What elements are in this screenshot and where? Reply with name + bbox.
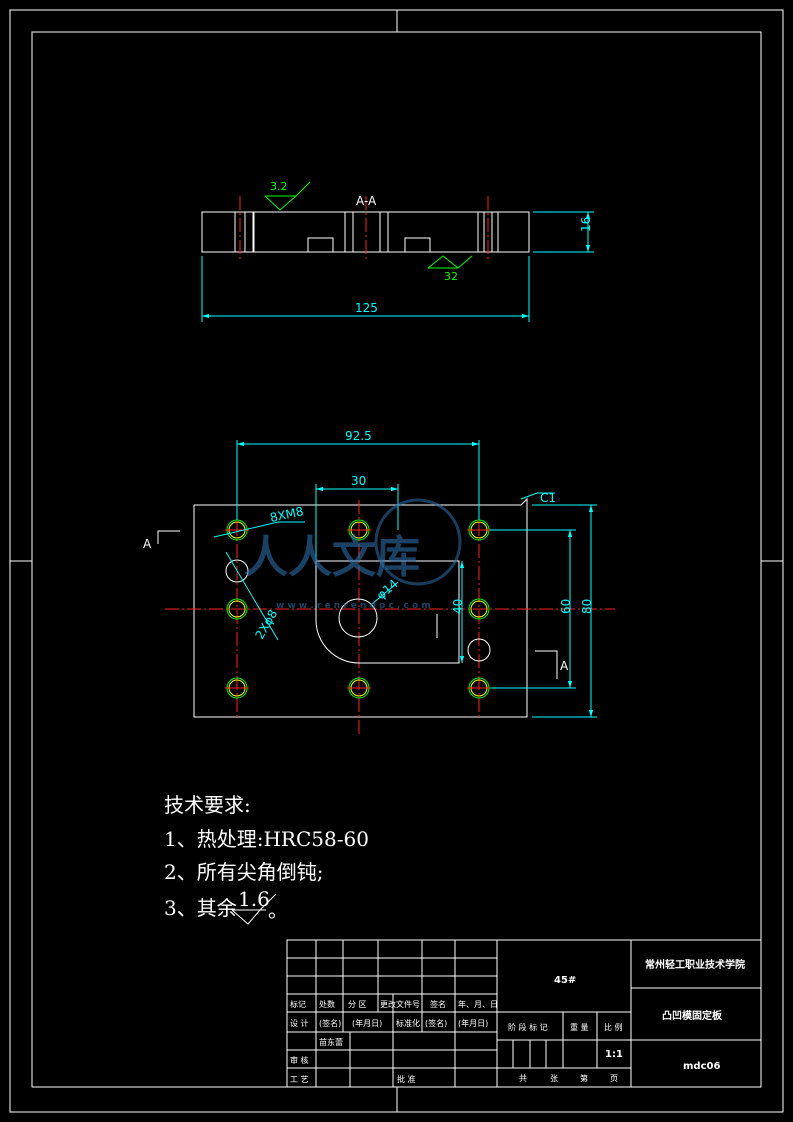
dim-80: 80 [580, 599, 594, 614]
watermark-text: 人人文库 [244, 532, 420, 583]
design-date: (年月日) [352, 1018, 382, 1028]
design-sig: (签名) [319, 1018, 341, 1028]
section-mark-left-label: A [143, 537, 152, 551]
dim-30: 30 [351, 474, 366, 488]
watermark-url: w w w . r e n r e n d o c . c o m [276, 601, 431, 611]
section-view [201, 181, 594, 322]
dim-92-5: 92.5 [345, 429, 372, 443]
thread-holes [225, 519, 491, 699]
std-date: (年月日) [458, 1018, 488, 1028]
plan-view [165, 497, 615, 735]
dim-40: 40 [451, 599, 465, 614]
roughness-top-label: 3.2 [270, 180, 288, 193]
tech-req-title: 技术要求: [164, 793, 251, 817]
tech-req-line3-prefix: 3、其余 [164, 896, 237, 920]
section-cut-mark-right [535, 650, 558, 679]
roughness-bottom-label: 32 [444, 270, 458, 283]
dim-height-16: 16 [579, 217, 593, 232]
stage-header: 阶 段 标 记 [508, 1022, 548, 1032]
std-label: 标准化 [396, 1018, 420, 1028]
sheet-unit-label: 张 [550, 1074, 558, 1083]
designer-name: 苗东蕾 [319, 1037, 343, 1047]
scale-value: 1:1 [605, 1049, 623, 1060]
row-header-sign: 签名 [430, 999, 446, 1009]
design-label: 设 计 [290, 1018, 309, 1028]
part-name: 凸凹模固定板 [662, 1009, 723, 1022]
section-cut-mark-left [157, 530, 180, 544]
thread-hole [226, 598, 248, 620]
thread-hole [347, 677, 371, 699]
tech-req-line2: 2、所有尖角倒钝; [164, 860, 323, 884]
approve-label: 批 准 [397, 1074, 416, 1084]
row-header-docno: 更改文件号 [380, 999, 420, 1009]
school-name: 常州轻工职业技术学院 [645, 958, 745, 971]
roughness-symbol [231, 893, 277, 925]
sheet-index-label: 第 [580, 1073, 588, 1083]
section-mark-right-label: A [560, 659, 569, 673]
scale-header: 比 例 [604, 1022, 623, 1032]
row-header-zone: 分 区 [348, 1000, 367, 1009]
material-label: 45# [554, 975, 576, 986]
thread-hole [468, 598, 490, 620]
title-block [286, 939, 762, 1088]
std-sig: (签名) [425, 1018, 447, 1028]
sheet-total-label: 共 [519, 1074, 527, 1083]
thread-hole [467, 677, 491, 699]
process-label: 工 艺 [290, 1075, 309, 1084]
plan-dimensions [213, 440, 597, 718]
page-label: 页 [610, 1074, 618, 1083]
drawing-number: mdc06 [683, 1061, 720, 1072]
row-header-count: 处数 [319, 999, 335, 1009]
dim-width-125: 125 [355, 301, 378, 315]
chamfer-label: C1 [540, 491, 556, 505]
row-header-date: 年、月、日 [458, 999, 498, 1009]
tech-requirements: 技术要求: 1、热处理:HRC58-60 2、所有尖角倒钝; 3、其余 1.6 … [164, 793, 369, 925]
review-label: 审 核 [290, 1055, 309, 1065]
thread-hole [347, 519, 371, 541]
section-label: A-A [356, 194, 377, 208]
thread-hole [225, 677, 249, 699]
weight-header: 重 量 [570, 1022, 589, 1032]
watermark: 人人文库 w w w . r e n r e n d o c . c o m [244, 498, 462, 611]
thread-holes-label: 8XM8 [269, 504, 305, 525]
tech-req-line1: 1、热处理:HRC58-60 [164, 827, 369, 851]
row-header-mark: 标记 [290, 999, 306, 1009]
tech-req-line3-suffix: 。 [268, 898, 288, 922]
tech-req-roughness-value: 1.6 [238, 887, 270, 911]
dim-60: 60 [559, 599, 573, 614]
